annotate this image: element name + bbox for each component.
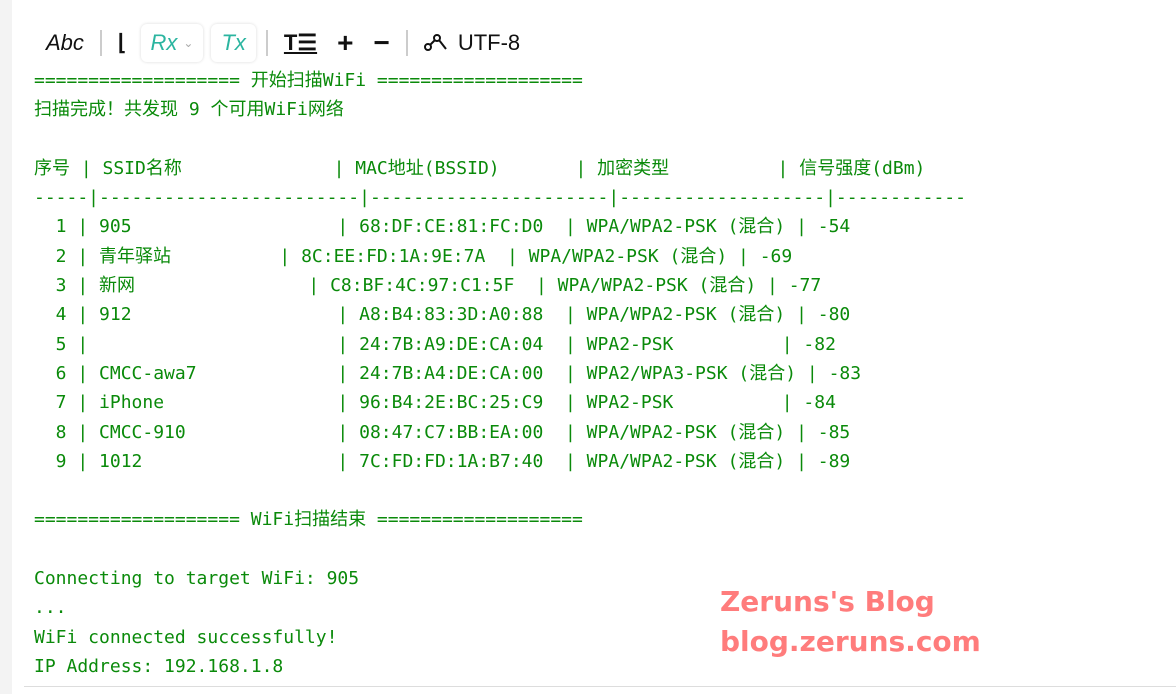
tx-button[interactable]: Tx [211, 24, 255, 62]
minus-icon: − [373, 27, 390, 58]
console-line: 6 | CMCC-awa7 | 24:7B:A4:DE:CA:00 | WPA2… [34, 362, 862, 384]
graph-icon [423, 34, 447, 51]
encoding-button[interactable]: UTF-8 [414, 23, 530, 63]
left-gutter [0, 0, 12, 694]
console-line: 9 | 1012 | 7C:FD:FD:1A:B7:40 | WPA/WPA2-… [34, 450, 851, 472]
console-line: =================== WiFi扫描结束 ===========… [34, 509, 583, 531]
console-line: WiFi connected successfully! [34, 626, 338, 648]
rx-dropdown[interactable]: Rx ⌄ [141, 24, 204, 62]
text-format-button[interactable]: T☰ [274, 23, 327, 63]
divider [24, 686, 1176, 687]
console-line [34, 535, 1176, 564]
divider [405, 30, 408, 56]
console-line: Connecting to target WiFi: 905 [34, 568, 360, 590]
serial-console-output[interactable]: =================== 开始扫描WiFi ===========… [34, 66, 1176, 682]
console-line: IP Address: 192.168.1.8 [34, 655, 284, 677]
console-line: 7 | iPhone | 96:B4:2E:BC:25:C9 | WPA2-PS… [34, 392, 836, 414]
divider [265, 30, 268, 56]
console-line: 3 | 新网 | C8:BF:4C:97:C1:5F | WPA/WPA2-PS… [34, 275, 822, 297]
watermark-title: Zeruns's Blog [720, 585, 935, 618]
console-line: ... [34, 597, 67, 619]
console-line: 扫描完成！共发现 9 个可用WiFi网络 [34, 99, 344, 121]
console-line: 5 | | 24:7B:A9:DE:CA:04 | WPA2-PSK | -82 [34, 333, 836, 355]
encoding-label: UTF-8 [457, 30, 521, 55]
console-line: 序号 | SSID名称 | MAC地址(BSSID) | 加密类型 | 信号强度… [34, 157, 926, 179]
rx-label: Rx [150, 30, 178, 55]
hook-icon-button[interactable]: ⌊ [108, 23, 137, 63]
zoom-out-button[interactable]: − [363, 23, 399, 63]
zoom-in-button[interactable]: + [327, 23, 363, 63]
console-line: =================== 开始扫描WiFi ===========… [34, 70, 583, 91]
watermark-url: blog.zeruns.com [720, 625, 981, 658]
chevron-down-icon: ⌄ [183, 36, 194, 50]
plus-icon: + [337, 27, 354, 58]
console-line: -----|------------------------|---------… [34, 187, 966, 209]
toolbar: Abc ⌊ Rx ⌄ Tx T☰ + − UTF-8 [36, 22, 531, 64]
text-format-icon: T☰ [283, 30, 318, 55]
console-line: 1 | 905 | 68:DF:CE:81:FC:D0 | WPA/WPA2-P… [34, 216, 851, 238]
console-line [34, 476, 1176, 505]
abc-label: Abc [46, 30, 84, 55]
console-line [34, 125, 1176, 154]
console-line: 4 | 912 | A8:B4:83:3D:A0:88 | WPA/WPA2-P… [34, 304, 851, 326]
console-line: 2 | 青年驿站 | 8C:EE:FD:1A:9E:7A | WPA/WPA2-… [34, 245, 793, 267]
spellcheck-button[interactable]: Abc [36, 23, 94, 63]
tx-label: Tx [221, 30, 246, 55]
hook-icon: ⌊ [117, 30, 127, 55]
console-line: 8 | CMCC-910 | 08:47:C7:BB:EA:00 | WPA/W… [34, 421, 851, 443]
divider [99, 30, 102, 56]
